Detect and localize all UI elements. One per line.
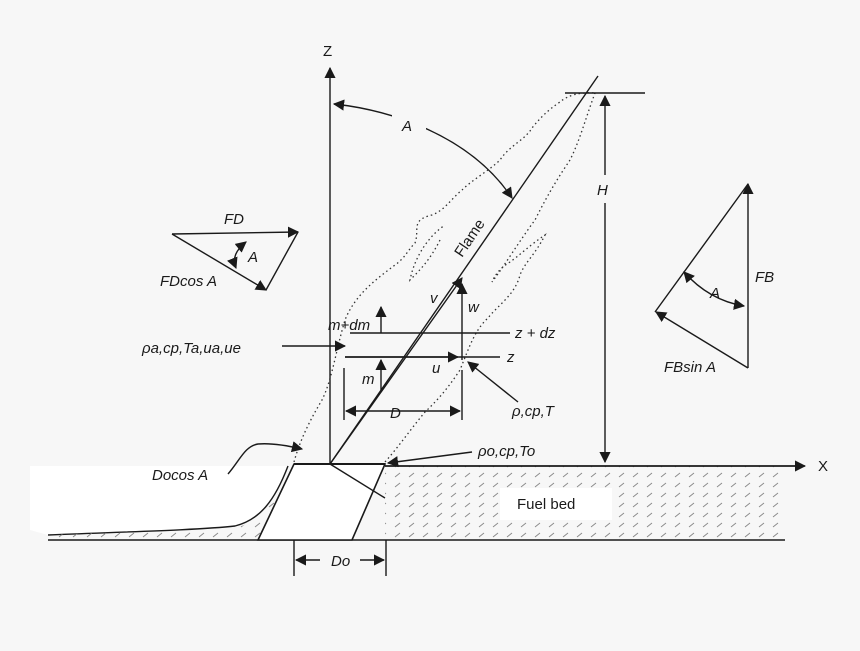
D-label: D [390, 405, 401, 422]
fb-force-triangle [654, 182, 754, 369]
height-label: H [597, 182, 608, 199]
ambient-label: ρa,cp,Ta,ua,ue [141, 340, 241, 357]
w-label: w [468, 299, 480, 316]
fuel-bed-label: Fuel bed [517, 496, 575, 513]
flame-axis [329, 75, 599, 465]
height-dimension [565, 92, 645, 464]
fd-label: FD [224, 211, 244, 228]
docos-pointer [227, 441, 304, 475]
rho-o-label: ρo,cp,To [477, 443, 535, 460]
burning-zone [256, 463, 387, 541]
x-axis-label: X [818, 458, 828, 475]
rho-cp-t-label: ρ,cp,T [511, 403, 556, 420]
mdm-label: m+dm [328, 317, 370, 334]
fuel-bed [48, 465, 795, 541]
u-label: u [432, 360, 441, 377]
rho-pointer [467, 361, 519, 403]
z-label: z [506, 349, 515, 366]
angle-a-label: A [401, 118, 412, 135]
docos-label: Docos A [152, 467, 208, 484]
fb-angle-label: A [709, 285, 720, 302]
v-vector [329, 277, 463, 465]
fb-sin-label: FBsin A [664, 359, 716, 376]
rho-o-pointer [386, 451, 473, 468]
m-label: m [362, 371, 375, 388]
flame-outline-right [384, 92, 596, 463]
burned-region [30, 465, 290, 540]
Do-dimension [293, 540, 387, 576]
flame-label: Flame [451, 216, 488, 260]
fd-cos-label: FDcos A [160, 273, 217, 290]
Do-label: Do [331, 553, 350, 570]
v-label: v [430, 290, 439, 307]
fb-label: FB [755, 269, 774, 286]
flame-inner-tongue [408, 224, 446, 282]
angle-a-arc [332, 99, 513, 199]
z-dz-label: z + dz [514, 325, 556, 342]
fd-force-triangle [171, 226, 300, 291]
fd-angle-label: A [247, 249, 258, 266]
flame-outline-left [293, 92, 596, 463]
z-axis-label: Z [323, 43, 332, 60]
